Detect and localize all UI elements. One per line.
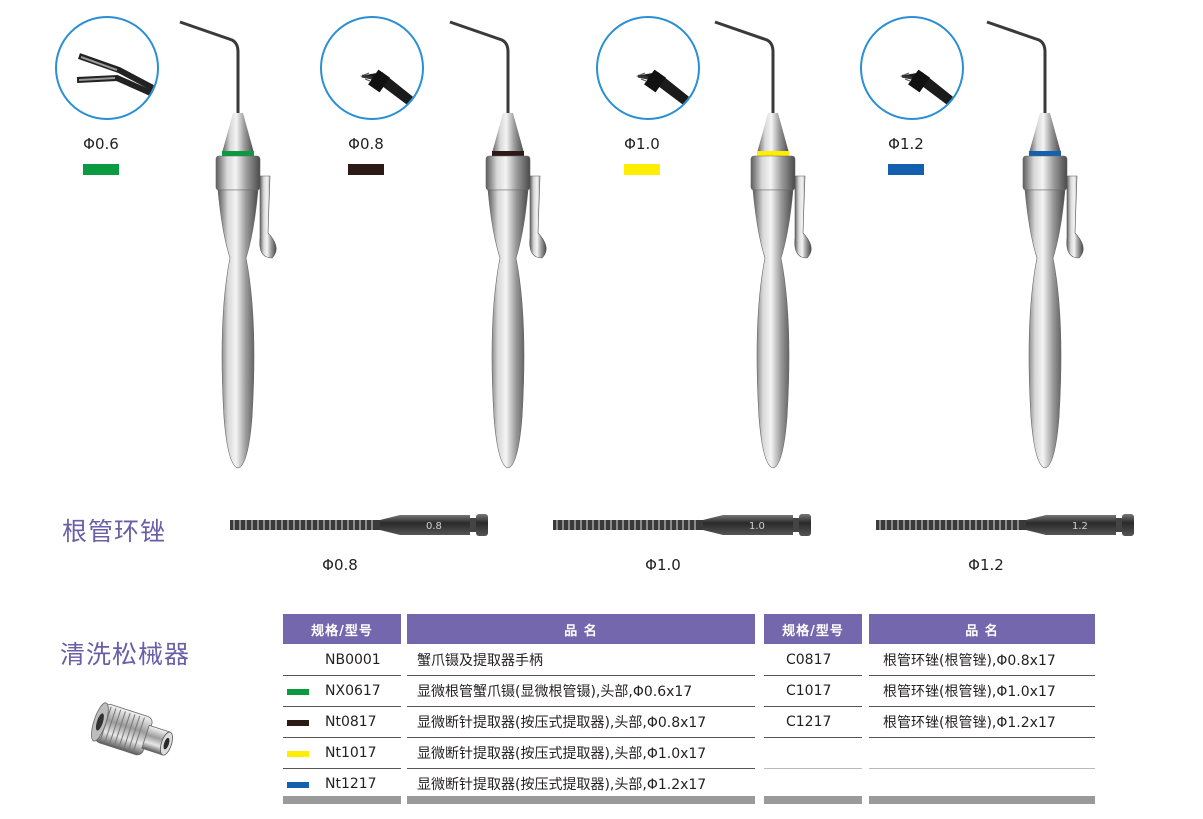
row-color-swatch <box>287 751 309 757</box>
right-table-footer-bar <box>764 796 862 804</box>
file-image: 0.8 <box>230 512 492 542</box>
file-image: 1.2 <box>876 512 1138 542</box>
extractor-handle-image <box>985 18 1095 477</box>
row-code: NB0001 <box>325 652 381 668</box>
table-row-name-cell: 显微断针提取器(按压式提取器),头部,Φ0.8x17 <box>407 707 755 738</box>
file-diameter-label: Φ1.2 <box>968 556 1004 574</box>
file-diameter-label: Φ1.0 <box>645 556 681 574</box>
file-engraving: 1.2 <box>1072 521 1088 532</box>
tip-zoom-circle <box>320 16 424 120</box>
extractor-handle-image <box>178 18 288 477</box>
row-code: Nt0817 <box>325 714 377 730</box>
file-engraving: 1.0 <box>749 521 765 532</box>
table-row-code-cell: C0817 <box>764 645 862 676</box>
row-name: 蟹爪镊及提取器手柄 <box>417 653 543 669</box>
table-row-code-cell: NX0617 <box>283 676 401 707</box>
table-row-code-cell: NB0001 <box>283 645 401 676</box>
extractor-handle-image <box>713 18 823 477</box>
row-code: C1017 <box>786 683 832 699</box>
row-code: C0817 <box>786 652 832 668</box>
right-table-footer-bar <box>869 796 1095 804</box>
file-engraving: 0.8 <box>426 521 442 532</box>
left-table-footer-bar <box>283 796 401 804</box>
tip-zoom-circle <box>596 16 700 120</box>
row-name: 根管环锉(根管锉),Φ1.0x17 <box>883 684 1056 700</box>
table-row-code-cell: Nt1017 <box>283 738 401 769</box>
row-code: Nt1017 <box>325 745 377 761</box>
row-code: NX0617 <box>325 683 381 699</box>
table-row-name-cell <box>869 738 1095 769</box>
left-table-header-code: 规格/型号 <box>283 614 401 644</box>
right-table-header-name: 品 名 <box>869 614 1095 644</box>
table-row-code-cell: Nt0817 <box>283 707 401 738</box>
left-table-footer-bar <box>407 796 755 804</box>
tip-zoom-circle <box>860 16 964 120</box>
instrument-color-swatch <box>348 164 384 175</box>
table-row-name-cell: 显微断针提取器(按压式提取器),头部,Φ1.0x17 <box>407 738 755 769</box>
instrument-color-swatch <box>83 164 119 175</box>
file-image: 1.0 <box>553 512 815 542</box>
row-code: Nt1217 <box>325 776 377 792</box>
extractor-handle-image <box>448 18 558 477</box>
table-row-code-cell <box>764 738 862 769</box>
cleaner-tool-image <box>84 700 190 768</box>
row-name: 显微根管蟹爪镊(显微根管镊),头部,Φ0.6x17 <box>417 684 693 700</box>
row-name: 根管环锉(根管锉),Φ0.8x17 <box>883 653 1056 669</box>
cleaner-section-title: 清洗松械器 <box>60 640 191 669</box>
table-row-name-cell: 根管环锉(根管锉),Φ0.8x17 <box>869 645 1095 676</box>
instrument-color-swatch <box>888 164 924 175</box>
files-section-title: 根管环锉 <box>62 517 167 546</box>
tip-zoom-circle <box>55 16 159 120</box>
row-color-swatch <box>287 782 309 788</box>
table-row-name-cell: 根管环锉(根管锉),Φ1.2x17 <box>869 707 1095 738</box>
file-diameter-label: Φ0.8 <box>322 556 358 574</box>
row-name: 显微断针提取器(按压式提取器),头部,Φ1.0x17 <box>417 746 707 762</box>
row-color-swatch <box>287 720 309 726</box>
row-name: 显微断针提取器(按压式提取器),头部,Φ0.8x17 <box>417 715 707 731</box>
row-code: C1217 <box>786 714 832 730</box>
row-name: 根管环锉(根管锉),Φ1.2x17 <box>883 715 1056 731</box>
table-row-name-cell: 显微根管蟹爪镊(显微根管镊),头部,Φ0.6x17 <box>407 676 755 707</box>
instrument-diameter-label: Φ1.2 <box>888 135 924 153</box>
instrument-color-swatch <box>624 164 660 175</box>
instrument-diameter-label: Φ0.8 <box>348 135 384 153</box>
instrument-diameter-label: Φ0.6 <box>83 135 119 153</box>
row-color-swatch <box>287 689 309 695</box>
right-table-header-code: 规格/型号 <box>764 614 862 644</box>
table-row-code-cell: C1217 <box>764 707 862 738</box>
left-table-header-name: 品 名 <box>407 614 755 644</box>
table-row-name-cell: 蟹爪镊及提取器手柄 <box>407 645 755 676</box>
instrument-diameter-label: Φ1.0 <box>624 135 660 153</box>
table-row-name-cell: 根管环锉(根管锉),Φ1.0x17 <box>869 676 1095 707</box>
row-name: 显微断针提取器(按压式提取器),头部,Φ1.2x17 <box>417 777 707 793</box>
table-row-code-cell: C1017 <box>764 676 862 707</box>
